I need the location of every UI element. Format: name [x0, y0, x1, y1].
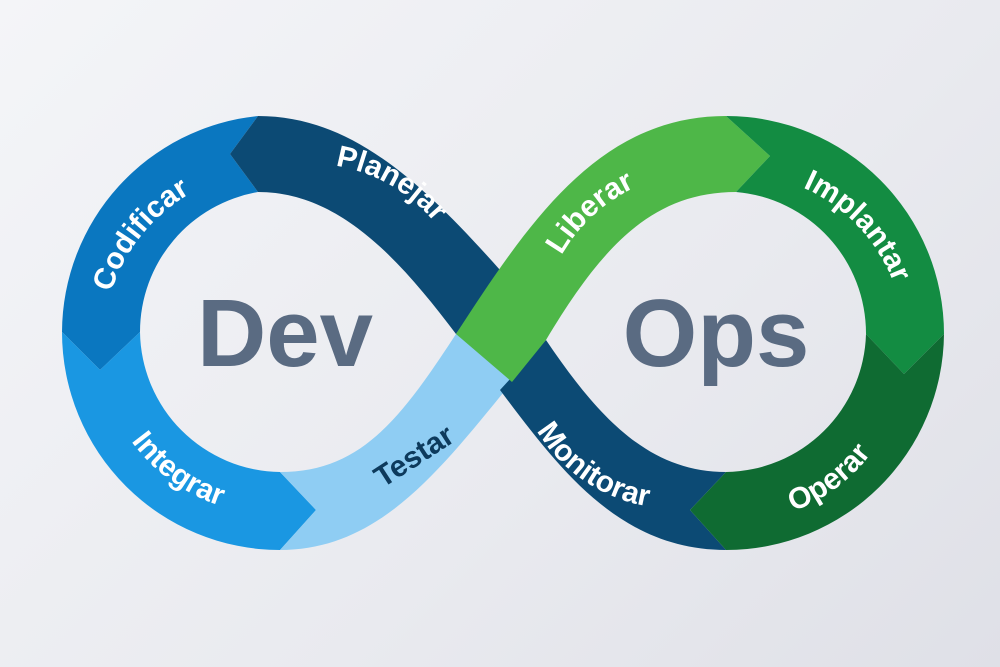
segment-liberar	[456, 116, 770, 382]
segment-implantar	[726, 116, 944, 374]
segment-monitorar	[500, 340, 726, 550]
segment-testar	[280, 330, 512, 550]
dev-word: Dev	[197, 280, 373, 387]
segment-integrar	[62, 332, 316, 550]
segment-planejar	[230, 116, 500, 334]
segment-codificar	[62, 116, 258, 370]
segment-operar	[690, 334, 944, 550]
ops-word: Ops	[623, 280, 810, 387]
